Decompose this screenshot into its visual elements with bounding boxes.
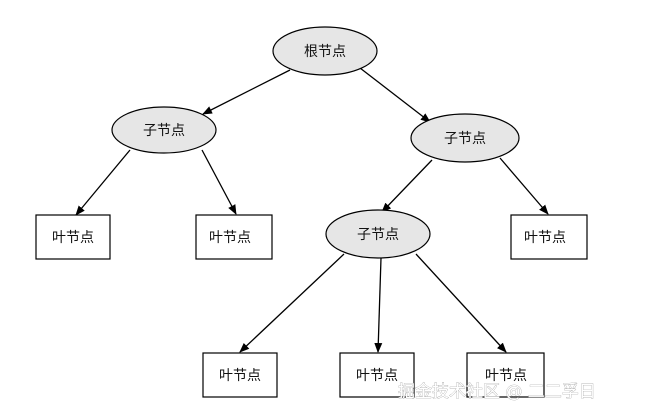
child-right-ellipse [410, 113, 520, 163]
edge-child-right-to-child-mid [381, 159, 433, 213]
node-leaf-1: 叶节点 [35, 214, 111, 260]
leaf-1-label: 叶节点 [52, 230, 94, 246]
node-child-left: 子节点 [111, 106, 217, 154]
edge-root-to-child-left [202, 69, 291, 115]
leaf-1-box [35, 214, 111, 260]
child-mid-ellipse [325, 209, 431, 259]
edge-child-mid-to-leaf-5 [374, 257, 383, 353]
root-ellipse [272, 26, 378, 76]
edge-child-right-to-leaf-3 [499, 157, 549, 215]
child-right-label: 子节点 [444, 131, 486, 147]
edges [75, 67, 549, 353]
leaf-3-label: 叶节点 [524, 230, 566, 246]
watermark: 掘金技术社区 @ 二二孚日 [398, 382, 596, 402]
leaf-5-box [339, 352, 415, 398]
node-child-mid: 子节点 [325, 209, 431, 259]
edge-child-left-to-leaf-2 [201, 149, 237, 215]
leaf-5-label: 叶节点 [356, 368, 398, 384]
edge-child-mid-to-leaf-6 [415, 253, 507, 353]
leaf-3-box [510, 214, 588, 260]
leaf-6-label: 叶节点 [485, 368, 527, 384]
node-root: 根节点 [272, 26, 378, 76]
child-left-ellipse [111, 106, 217, 154]
child-left-label: 子节点 [143, 123, 185, 139]
leaf-4-box [202, 352, 278, 398]
node-leaf-2: 叶节点 [195, 214, 273, 260]
leaf-6-box [466, 352, 545, 398]
node-leaf-4: 叶节点 [202, 352, 278, 398]
edge-root-to-child-right [359, 67, 431, 123]
node-child-right: 子节点 [410, 113, 520, 163]
node-leaf-5: 叶节点 [339, 352, 415, 398]
node-leaf-3: 叶节点 [510, 214, 588, 260]
child-mid-label: 子节点 [357, 227, 399, 243]
edge-child-left-to-leaf-1 [75, 149, 131, 216]
node-leaf-6: 叶节点 [466, 352, 545, 398]
leaf-4-label: 叶节点 [219, 368, 261, 384]
leaf-2-box [195, 214, 273, 260]
edge-child-mid-to-leaf-4 [239, 253, 345, 353]
leaf-2-label: 叶节点 [209, 230, 251, 246]
root-label: 根节点 [304, 44, 346, 60]
